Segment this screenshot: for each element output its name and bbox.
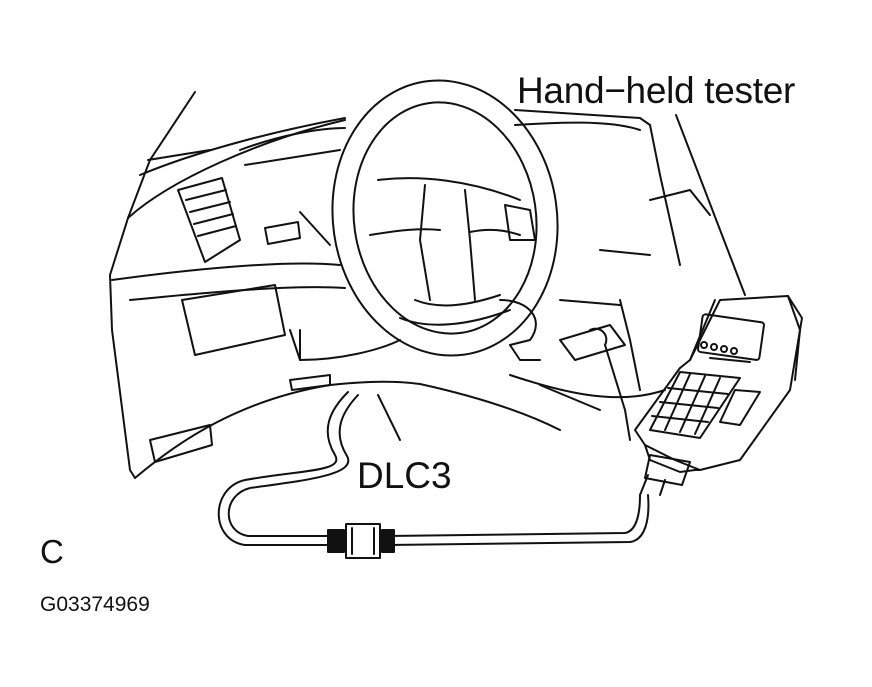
center-console xyxy=(559,299,641,441)
leader-lines xyxy=(377,114,746,441)
connector-plug-icon xyxy=(327,523,395,559)
windshield-pillar xyxy=(127,91,211,219)
dashboard xyxy=(109,109,711,479)
air-vent xyxy=(177,177,241,263)
instrument-cluster xyxy=(239,127,346,246)
steering-wheel-icon xyxy=(331,79,559,357)
view-letter-label: C xyxy=(40,533,64,570)
hand-held-tester-icon xyxy=(634,295,803,473)
lower-panel xyxy=(149,284,331,463)
figure-id-label: G03374969 xyxy=(40,593,150,616)
hand-held-tester-label: Hand−held tester xyxy=(517,70,796,111)
dlc3-label: DLC3 xyxy=(357,455,452,496)
tester-plug-icon xyxy=(639,454,691,496)
steering-column xyxy=(289,299,541,361)
cable xyxy=(217,391,650,546)
